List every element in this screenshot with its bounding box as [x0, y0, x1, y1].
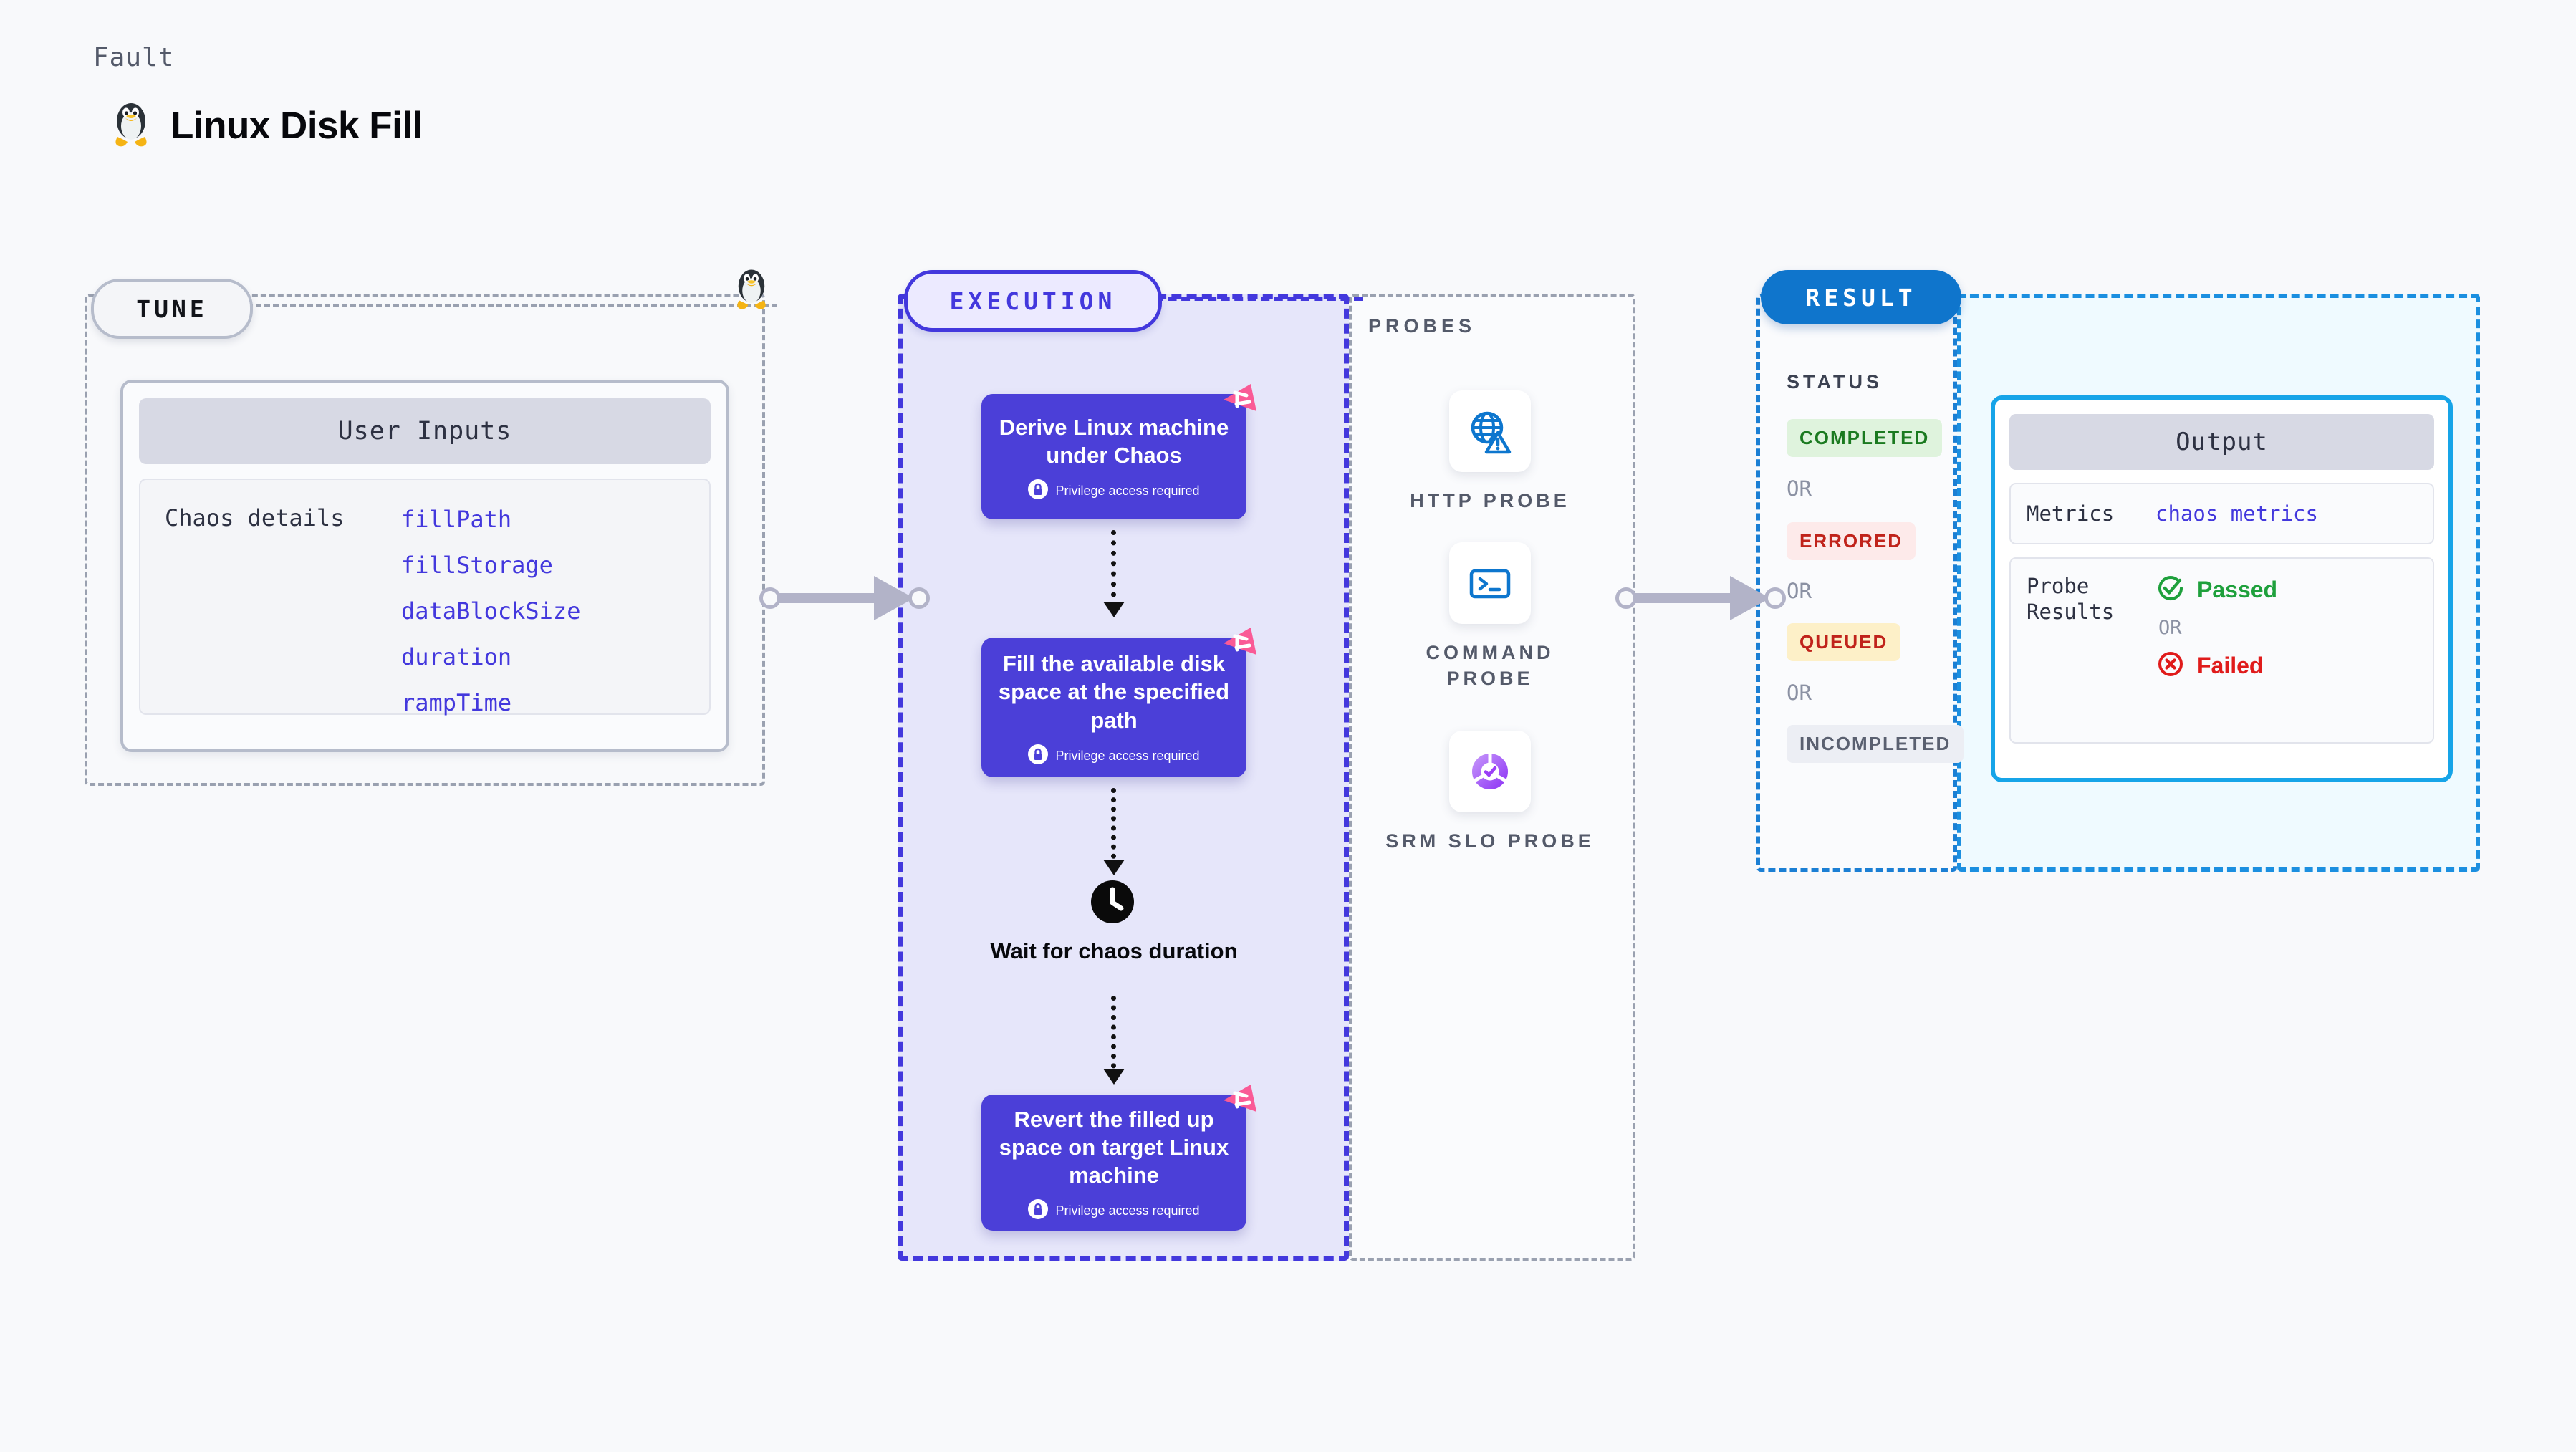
probe-results-values: Passed OR Failed	[2156, 573, 2277, 728]
privilege-badge: Privilege access required	[1028, 1199, 1200, 1223]
probe-srm-slo[interactable]: SRM SLO PROBE	[1383, 731, 1597, 854]
chaos-ribbon-icon	[1218, 622, 1262, 666]
globe-warning-icon	[1449, 390, 1531, 472]
fault-kicker: Fault	[93, 43, 175, 72]
result-stage-pill[interactable]: RESULT	[1761, 270, 1961, 324]
privilege-text: Privilege access required	[1055, 1203, 1200, 1218]
chaos-details-label: Chaos details	[165, 504, 345, 532]
execution-stage-pill[interactable]: EXECUTION	[904, 270, 1162, 332]
slo-check-icon	[1449, 731, 1531, 812]
status-badge-queued: QUEUED	[1787, 623, 1901, 661]
probe-result-passed: Passed	[2156, 573, 2277, 607]
status-or-1: OR	[1787, 476, 1812, 501]
execution-connector-line	[1155, 297, 1363, 301]
output-metrics-value[interactable]: chaos metrics	[2156, 501, 2318, 526]
flow-arrow-head-3	[1103, 1069, 1125, 1085]
linux-penguin-icon	[732, 266, 771, 314]
linux-penguin-icon	[110, 100, 152, 152]
probe-srm-slo-label: SRM SLO PROBE	[1385, 830, 1595, 852]
probe-command-label: COMMAND PROBE	[1426, 642, 1554, 690]
page-title: Linux Disk Fill	[170, 105, 423, 147]
probe-http[interactable]: HTTP PROBE	[1383, 390, 1597, 514]
status-badge-incompleted: INCOMPLETED	[1787, 725, 1964, 763]
param-duration[interactable]: duration	[401, 643, 512, 670]
connector-probes-to-result	[1615, 566, 1794, 630]
probes-section-label: PROBES	[1368, 315, 1476, 337]
chaos-ribbon-icon	[1218, 1079, 1262, 1123]
probe-http-label: HTTP PROBE	[1410, 490, 1570, 511]
probe-result-or: OR	[2158, 617, 2182, 639]
status-badge-completed: COMPLETED	[1787, 419, 1943, 457]
status-or-2: OR	[1787, 579, 1812, 603]
tune-panel	[85, 294, 765, 786]
x-circle-icon	[2156, 649, 2186, 683]
chaos-param-list: fillPath fillStorage dataBlockSize durat…	[401, 506, 581, 716]
result-status-label: STATUS	[1787, 371, 1883, 393]
tune-connector-line	[247, 304, 777, 307]
tune-stage-pill[interactable]: TUNE	[91, 279, 253, 339]
param-fillstorage[interactable]: fillStorage	[401, 552, 553, 579]
probe-command[interactable]: COMMAND PROBE	[1383, 542, 1597, 692]
terminal-icon	[1449, 542, 1531, 624]
user-inputs-card: User Inputs Chaos details fillPath fillS…	[120, 380, 729, 752]
flow-arrow-line-1	[1111, 530, 1116, 607]
clock-icon	[1090, 880, 1135, 924]
output-card: Output Metrics chaos metrics Probe Resul…	[1991, 395, 2453, 782]
probe-passed-label: Passed	[2197, 577, 2278, 602]
execution-step-4[interactable]: Revert the filled up space on target Lin…	[981, 1085, 1256, 1231]
probe-failed-label: Failed	[2197, 653, 2264, 678]
execution-step-4-title: Revert the filled up space on target Lin…	[999, 1106, 1229, 1188]
privilege-text: Privilege access required	[1055, 748, 1200, 763]
lock-icon	[1028, 479, 1049, 503]
privilege-text: Privilege access required	[1055, 484, 1200, 499]
execution-step-1-title: Derive Linux machine under Chaos	[999, 414, 1229, 468]
lock-icon	[1028, 1199, 1049, 1223]
output-card-title: Output	[2009, 414, 2434, 470]
user-inputs-body: Chaos details fillPath fillStorage dataB…	[139, 479, 711, 716]
check-circle-icon	[2156, 573, 2186, 607]
execution-step-2-title: Fill the available disk space at the spe…	[998, 651, 1230, 733]
output-probe-results-key: Probe Results	[2027, 574, 2115, 625]
flow-arrow-head-1	[1103, 602, 1125, 617]
flow-arrow-head-2	[1103, 860, 1125, 875]
probe-result-failed: Failed	[2156, 649, 2277, 683]
param-ramptime[interactable]: rampTime	[401, 689, 512, 716]
page-header: Fault Linux Disk Fill	[93, 43, 423, 152]
execution-step-3-title: Wait for chaos duration	[990, 938, 1238, 963]
user-inputs-title: User Inputs	[139, 398, 711, 464]
privilege-badge: Privilege access required	[1028, 479, 1200, 503]
chaos-ribbon-icon	[1218, 378, 1262, 423]
connector-tune-to-execution	[759, 566, 938, 630]
lock-icon	[1028, 744, 1049, 768]
output-metrics-key: Metrics	[2027, 501, 2115, 526]
flow-arrow-line-2	[1111, 788, 1116, 868]
fault-title-row: Linux Disk Fill	[110, 100, 423, 152]
execution-step-2[interactable]: Fill the available disk space at the spe…	[981, 628, 1256, 777]
privilege-badge: Privilege access required	[1028, 744, 1200, 768]
status-badge-errored: ERRORED	[1787, 522, 1916, 560]
param-fillpath[interactable]: fillPath	[401, 506, 512, 533]
status-or-3: OR	[1787, 681, 1812, 705]
output-metrics-row: Metrics chaos metrics	[2009, 483, 2434, 544]
execution-step-1[interactable]: Derive Linux machine under Chaos Privile…	[981, 384, 1256, 519]
flow-arrow-line-3	[1111, 996, 1116, 1078]
output-probe-results-row: Probe Results Passed OR	[2009, 557, 2434, 744]
param-datablocksize[interactable]: dataBlockSize	[401, 597, 581, 625]
